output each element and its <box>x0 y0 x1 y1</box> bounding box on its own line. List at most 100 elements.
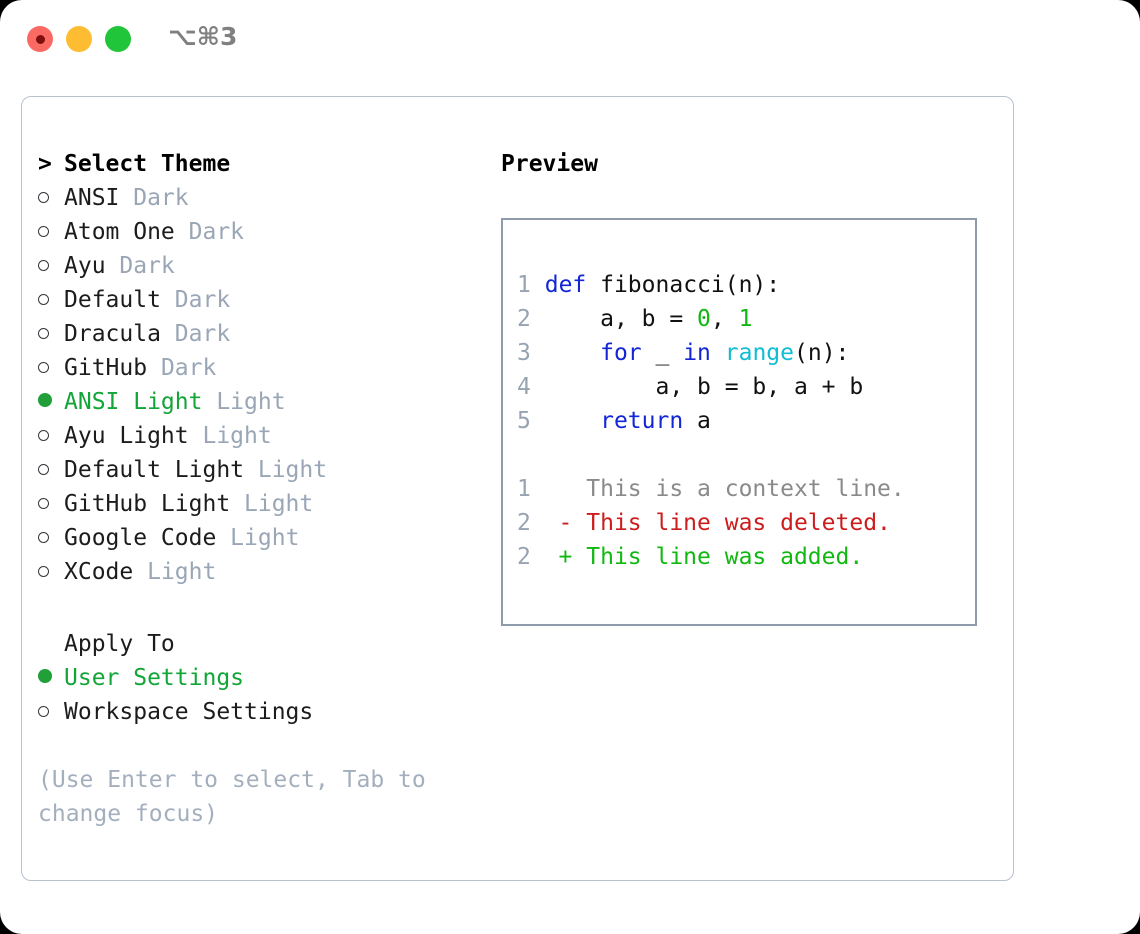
code-token-kw: return <box>600 408 684 434</box>
diff-sample: 1 This is a context line.2 - This line w… <box>517 472 975 574</box>
theme-option-github-light[interactable]: GitHub Light Light <box>38 487 488 521</box>
theme-option-dracula[interactable]: Dracula Dark <box>38 317 488 351</box>
code-gutter-space <box>531 272 545 298</box>
diff-line-text: + This line was added. <box>530 544 864 570</box>
theme-option-label: Default Light <box>64 457 245 483</box>
radio-unselected-icon[interactable] <box>38 555 64 589</box>
code-token-plain: , <box>710 306 739 332</box>
theme-option-label: Default <box>64 287 161 313</box>
code-token-kw: for <box>600 340 642 366</box>
radio-unselected-icon[interactable] <box>38 317 64 351</box>
radio-unselected-icon[interactable] <box>38 283 64 317</box>
theme-option-ayu-light[interactable]: Ayu Light Light <box>38 419 488 453</box>
theme-option-variant-tag: Light <box>202 389 286 415</box>
code-token-kw: in <box>683 340 711 366</box>
apply-to-heading: Apply To <box>38 627 488 661</box>
theme-option-label: ANSI <box>64 185 120 211</box>
theme-option-variant-tag: Dark <box>119 185 189 211</box>
theme-option-label: GitHub Light <box>64 491 231 517</box>
diff-line-number: 1 <box>517 476 531 502</box>
diff-line-del: 2 - This line was deleted. <box>517 506 975 540</box>
diff-line-text: - This line was deleted. <box>530 510 891 536</box>
radio-unselected-icon[interactable] <box>38 487 64 521</box>
theme-option-variant-tag: Dark <box>105 253 175 279</box>
window-title: ⌥⌘3 <box>168 22 238 51</box>
theme-option-variant-tag: Light <box>244 457 328 483</box>
code-line-number: 2 <box>517 306 531 332</box>
code-gutter-space <box>531 306 545 332</box>
code-line-number: 3 <box>517 340 531 366</box>
code-token-fn: range <box>724 340 795 366</box>
code-token-plain: a, b = b, a + b <box>544 374 864 400</box>
theme-option-ansi[interactable]: ANSI Dark <box>38 181 488 215</box>
theme-option-ayu[interactable]: Ayu Dark <box>38 249 488 283</box>
code-token-num: 1 <box>738 306 753 332</box>
diff-line-text: This is a context line. <box>530 476 905 502</box>
apply-to-option-label: Workspace Settings <box>64 699 314 725</box>
apply-to-option-user-settings[interactable]: User Settings <box>38 661 488 695</box>
theme-option-ansi-light[interactable]: ANSI Light Light <box>38 385 488 419</box>
close-button[interactable] <box>27 26 53 52</box>
code-gutter-space <box>531 374 545 400</box>
theme-option-variant-tag: Dark <box>160 321 231 347</box>
code-token-plain <box>545 408 600 434</box>
radio-selected-icon[interactable] <box>38 385 64 419</box>
theme-option-variant-tag: Light <box>216 525 300 551</box>
zoom-button[interactable] <box>105 26 131 52</box>
diff-line-add: 2 + This line was added. <box>517 540 975 574</box>
code-line: 1 def fibonacci(n): <box>517 268 975 302</box>
code-line: 3 for _ in range(n): <box>517 336 975 370</box>
minimize-button[interactable] <box>66 26 92 52</box>
diff-line-number: 2 <box>517 544 531 570</box>
theme-option-default-light[interactable]: Default Light Light <box>38 453 488 487</box>
code-diff-separator <box>517 438 975 472</box>
apply-to-heading-label: Apply To <box>64 631 175 657</box>
code-token-plain: a <box>683 408 711 434</box>
theme-option-atom-one[interactable]: Atom One Dark <box>38 215 488 249</box>
keyboard-hint-text: (Use Enter to select, Tab to change focu… <box>38 767 440 827</box>
preview-column: Preview 1 def fibonacci(n):2 a, b = 0, 1… <box>501 147 991 626</box>
theme-option-label: Google Code <box>64 525 217 551</box>
theme-option-xcode[interactable]: XCode Light <box>38 555 488 589</box>
diff-line-ctx: 1 This is a context line. <box>517 472 975 506</box>
code-line-number: 5 <box>517 408 531 434</box>
theme-option-label: Dracula <box>64 321 161 347</box>
code-token-num: 0 <box>697 306 711 332</box>
theme-option-variant-tag: Light <box>133 559 217 585</box>
theme-option-label: XCode <box>64 559 134 585</box>
theme-option-variant-tag: Dark <box>174 219 245 245</box>
radio-selected-icon[interactable] <box>38 661 64 695</box>
radio-unselected-icon[interactable] <box>38 249 64 283</box>
radio-unselected-icon[interactable] <box>38 215 64 249</box>
theme-option-google-code[interactable]: Google Code Light <box>38 521 488 555</box>
preview-title: Preview <box>501 151 598 177</box>
radio-unselected-icon[interactable] <box>38 521 64 555</box>
radio-unselected-icon[interactable] <box>38 419 64 453</box>
apply-to-option-workspace-settings[interactable]: Workspace Settings <box>38 695 488 729</box>
radio-unselected-icon[interactable] <box>38 695 64 729</box>
title-bar: ⌥⌘3 <box>0 0 1140 78</box>
code-gutter-space <box>531 340 545 366</box>
theme-option-variant-tag: Dark <box>147 355 217 381</box>
theme-option-default[interactable]: Default Dark <box>38 283 488 317</box>
theme-list-heading-label: Select Theme <box>64 151 231 177</box>
radio-unselected-icon[interactable] <box>38 351 64 385</box>
radio-unselected-icon[interactable] <box>38 453 64 487</box>
theme-option-label: ANSI Light <box>64 389 203 415</box>
radio-unselected-icon[interactable] <box>38 181 64 215</box>
theme-list-heading: >Select Theme <box>38 147 488 181</box>
code-line: 5 return a <box>517 404 975 438</box>
code-token-plain: fibonacci(n): <box>600 272 781 298</box>
code-token-plain: _ <box>641 340 684 366</box>
apply-to-option-label: User Settings <box>64 665 245 691</box>
theme-option-variant-tag: Dark <box>160 287 231 313</box>
code-token-plain <box>711 340 725 366</box>
code-line-number: 1 <box>517 272 531 298</box>
traffic-light-buttons <box>27 26 131 52</box>
theme-option-github[interactable]: GitHub Dark <box>38 351 488 385</box>
